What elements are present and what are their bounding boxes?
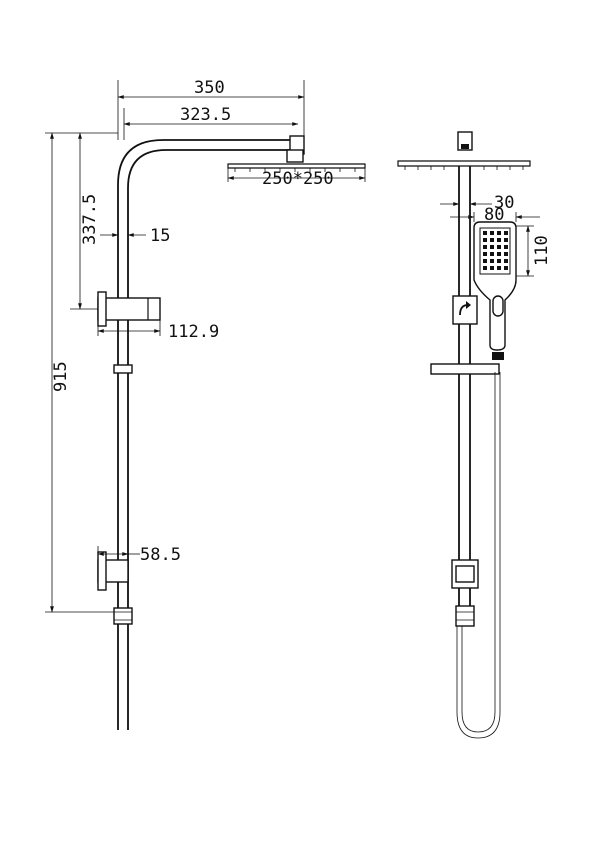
side-diverter-bracket: [97, 297, 161, 321]
front-diverter: [452, 295, 478, 325]
front-shelf: [430, 363, 500, 375]
side-dimensions: 350 323.5 250*250 337.5 915 15 112.9: [45, 78, 366, 613]
hose: [461, 372, 496, 733]
side-view: [97, 135, 366, 730]
front-shower-head: [397, 160, 531, 167]
dim-350: 350: [194, 78, 225, 98]
dim-80: 80: [484, 205, 504, 225]
dim-112-9: 112.9: [168, 322, 219, 342]
dim-250x250: 250*250: [262, 169, 334, 189]
front-view: [397, 131, 531, 739]
side-rail: [117, 139, 298, 730]
dim-337-5: 337.5: [80, 194, 100, 245]
dim-15: 15: [150, 226, 170, 246]
dim-323-5: 323.5: [180, 105, 231, 125]
front-dimensions: 30 80 110: [440, 193, 552, 277]
dim-915: 915: [51, 361, 71, 392]
hand-shower: [473, 221, 517, 360]
side-shower-head: [227, 163, 366, 169]
dim-58-5: 58.5: [140, 545, 181, 565]
dim-110: 110: [532, 235, 552, 266]
dim-30: 30: [494, 193, 514, 213]
